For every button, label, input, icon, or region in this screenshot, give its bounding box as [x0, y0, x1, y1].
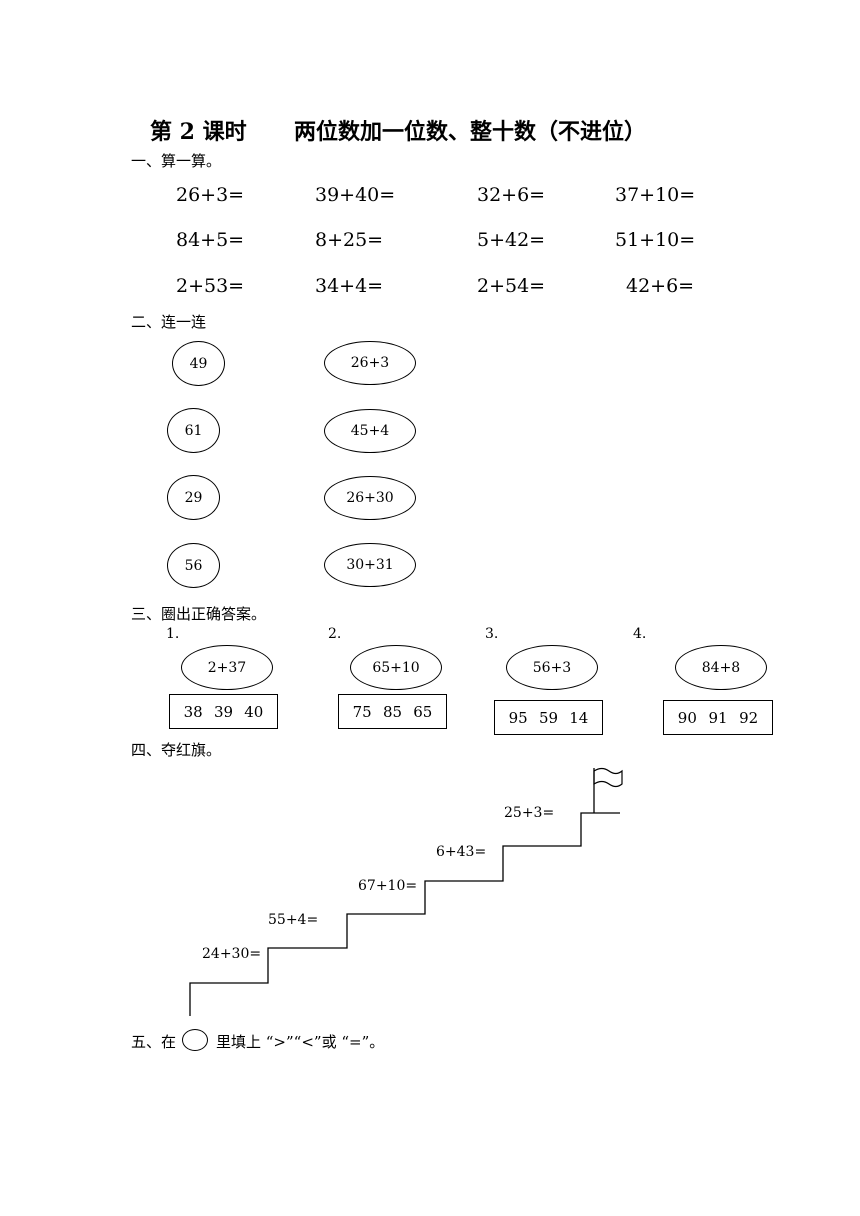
calc-item: 37+10=: [615, 184, 696, 206]
number-circle: 49: [172, 341, 225, 386]
section-3-heading: 三、圈出正确答案。: [131, 605, 267, 623]
stair-step-label: 25+3=: [504, 805, 555, 821]
calc-item: 2+53=: [176, 275, 245, 297]
item-number: 4.: [633, 626, 647, 642]
choice-option[interactable]: 39: [213, 702, 234, 721]
item-number: 1.: [166, 626, 180, 642]
calc-item: 8+25=: [315, 229, 384, 251]
expression-ellipse: 26+3: [324, 341, 416, 385]
number-circle: 61: [167, 408, 220, 453]
calc-item: 39+40=: [315, 184, 396, 206]
choice-option[interactable]: 92: [739, 708, 759, 727]
stair-step-label: 6+43=: [436, 844, 487, 860]
blank-circle: [182, 1029, 208, 1051]
question-ellipse: 56+3: [506, 645, 598, 690]
question-ellipse: 84+8: [675, 645, 767, 690]
choice-box: 95 59 14: [494, 700, 603, 735]
stair-step-label: 67+10=: [358, 878, 418, 894]
choice-option[interactable]: 95: [508, 708, 528, 727]
number-circle: 29: [167, 475, 220, 520]
flag-icon: [593, 767, 623, 788]
section-2-heading: 二、连一连: [131, 313, 207, 331]
number-circle: 56: [167, 543, 220, 588]
section-1-heading: 一、算一算。: [131, 152, 222, 170]
choice-option[interactable]: 14: [569, 708, 589, 727]
stair-step-label: 24+30=: [202, 946, 262, 962]
section-4-heading: 四、夺红旗。: [131, 741, 222, 759]
choice-box: 75 85 65: [338, 694, 447, 729]
choice-box: 90 91 92: [663, 700, 773, 735]
stair-step-label: 55+4=: [268, 912, 319, 928]
calc-item: 32+6=: [477, 184, 546, 206]
lesson-number: 第 2 课时: [150, 119, 247, 145]
page-title: 两位数加一位数、整十数（不进位）: [294, 119, 647, 145]
section-5-prefix: 五、在: [131, 1033, 177, 1051]
item-number: 2.: [328, 626, 342, 642]
expression-ellipse: 45+4: [324, 409, 416, 453]
choice-option[interactable]: 91: [708, 708, 728, 727]
choice-option[interactable]: 38: [183, 702, 203, 721]
choice-option[interactable]: 40: [244, 702, 264, 721]
section-5-instruction: 里填上 “>”“<”或 “=”。: [216, 1033, 385, 1051]
question-ellipse: 65+10: [350, 645, 442, 690]
choice-option[interactable]: 59: [538, 708, 559, 727]
choice-option[interactable]: 85: [382, 702, 403, 721]
expression-ellipse: 30+31: [324, 543, 416, 587]
expression-ellipse: 26+30: [324, 476, 416, 520]
calc-item: 42+6=: [626, 275, 695, 297]
calc-item: 34+4=: [315, 275, 384, 297]
choice-box: 38 39 40: [169, 694, 278, 729]
item-number: 3.: [485, 626, 499, 642]
calc-item: 84+5=: [176, 229, 245, 251]
staircase-line: [189, 812, 620, 1016]
choice-option[interactable]: 75: [352, 702, 372, 721]
calc-item: 26+3=: [176, 184, 245, 206]
choice-option[interactable]: 90: [677, 708, 697, 727]
calc-item: 51+10=: [615, 229, 696, 251]
question-ellipse: 2+37: [181, 645, 273, 690]
calc-item: 5+42=: [477, 229, 546, 251]
calc-item: 2+54=: [477, 275, 546, 297]
choice-option[interactable]: 65: [413, 702, 433, 721]
